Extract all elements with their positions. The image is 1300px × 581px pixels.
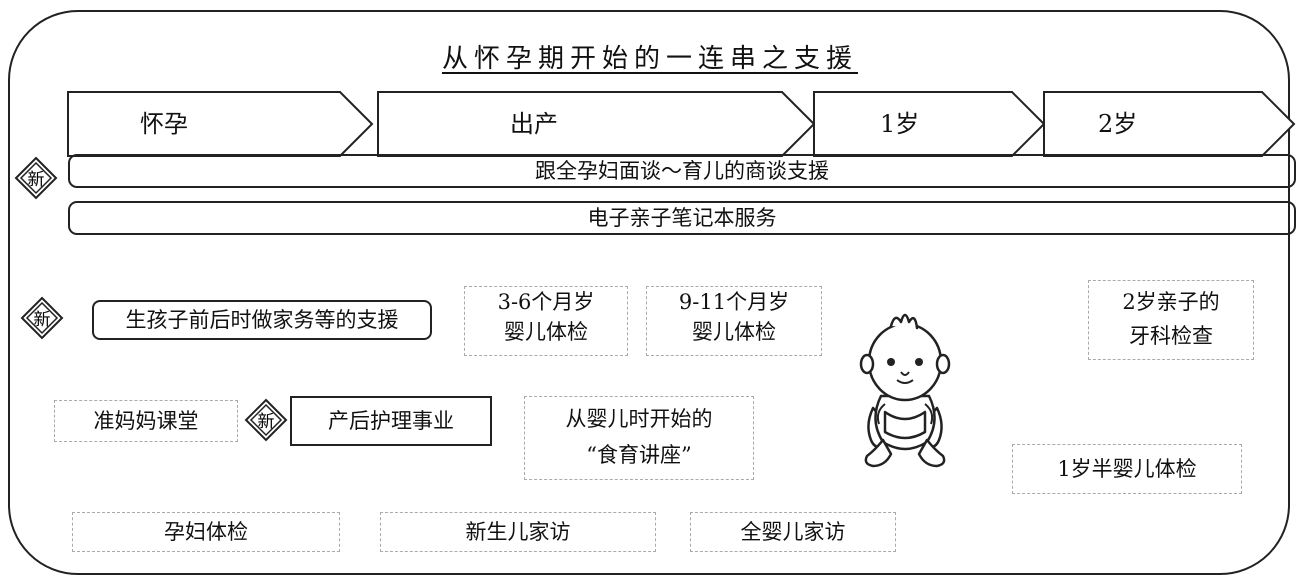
food-education-lecture: 从婴儿时开始的 “食育讲座” <box>524 396 754 480</box>
stage-arrow-pregnancy <box>67 91 374 157</box>
band-consult-support: 跟全孕妇面谈～育儿的商谈支援 <box>68 154 1296 188</box>
stage-label-pregnancy: 怀孕 <box>140 110 188 138</box>
stage-label-birth: 出产 <box>510 110 558 138</box>
new-badge-char: 新 <box>34 310 51 330</box>
outer-frame <box>8 10 1290 575</box>
postnatal-care: 产后护理事业 <box>290 396 492 446</box>
newborn-home-visit: 新生儿家访 <box>380 512 656 552</box>
pregnant-checkup: 孕妇体检 <box>72 512 340 552</box>
new-badge-char: 新 <box>258 412 275 432</box>
checkup-9-11-line1: 9-11个月岁 <box>678 290 790 314</box>
checkup-9-11-months: 9-11个月岁 婴儿体检 <box>646 286 822 356</box>
stage-label-age2: 2岁 <box>1098 110 1138 138</box>
housework-support: 生孩子前后时做家务等的支援 <box>92 300 432 340</box>
dental-check-2yr: 2岁亲子的 牙科检查 <box>1088 280 1254 360</box>
band-e-notebook: 电子亲子笔记本服务 <box>68 201 1296 235</box>
checkup-1-5-years: 1岁半婴儿体检 <box>1012 444 1242 494</box>
stage-label-age1: 1岁 <box>880 110 920 138</box>
checkup-3-6-months: 3-6个月岁 婴儿体检 <box>464 286 628 356</box>
food-education-line2: “食育讲座” <box>586 443 692 467</box>
new-badge-char: 新 <box>28 170 45 190</box>
dental-check-line1: 2岁亲子的 <box>1122 290 1220 314</box>
dental-check-line2: 牙科检查 <box>1129 324 1213 348</box>
new-badge-icon: 新 <box>14 156 58 200</box>
infant-home-visit: 全婴儿家访 <box>690 512 896 552</box>
checkup-3-6-line2: 婴儿体检 <box>504 320 588 344</box>
new-badge-icon: 新 <box>20 296 64 340</box>
baby-illustration <box>859 313 951 468</box>
expectant-mother-class: 准妈妈课堂 <box>54 400 238 442</box>
diagram-title: 从怀孕期开始的一连串之支援 <box>441 44 858 74</box>
checkup-9-11-line2: 婴儿体检 <box>692 320 776 344</box>
new-badge-icon: 新 <box>244 398 288 442</box>
checkup-3-6-line1: 3-6个月岁 <box>497 290 595 314</box>
stage-arrow-age1 <box>813 91 1046 157</box>
food-education-line1: 从婴儿时开始的 <box>565 407 713 431</box>
stage-arrow-age2 <box>1043 91 1296 157</box>
stage-arrows <box>67 91 1296 157</box>
stage-arrow-birth <box>377 91 816 157</box>
